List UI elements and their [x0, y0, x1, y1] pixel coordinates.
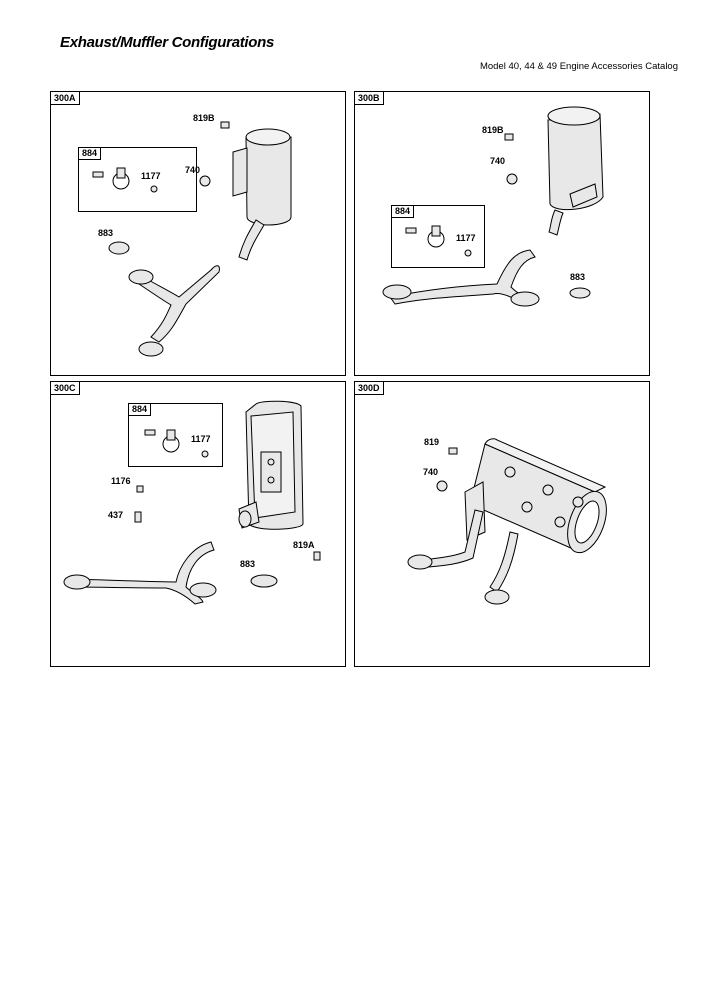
panel-tag-300d: 300D — [354, 381, 384, 395]
muffler-diagram-300d — [407, 438, 607, 605]
part-label-740: 740 — [423, 467, 439, 477]
diagram-panel-300b: 300B 884 1177 819B 740 883 — [354, 91, 650, 376]
kit-box-884: 884 1177 — [391, 205, 485, 268]
part-label-883: 883 — [98, 228, 114, 238]
catalog-subtitle: Model 40, 44 & 49 Engine Accessories Cat… — [479, 61, 678, 72]
kit-box-884: 884 1177 — [128, 403, 223, 467]
part-label-819b: 819B — [193, 113, 215, 123]
part-label-883: 883 — [570, 272, 586, 282]
part-label-819b: 819B — [482, 125, 504, 135]
part-label-1177: 1177 — [141, 171, 161, 181]
part-label-437: 437 — [108, 510, 124, 520]
panel-tag-300a: 300A — [50, 91, 80, 105]
part-label-883: 883 — [240, 559, 256, 569]
part-label-740: 740 — [185, 165, 201, 175]
panel-tag-300b: 300B — [354, 91, 384, 105]
panel-tag-300c: 300C — [50, 381, 80, 395]
kit-box-884: 884 1177 — [78, 147, 197, 212]
muffler-diagram-300a — [108, 121, 292, 357]
kit-label-884: 884 — [128, 403, 152, 416]
kit-label-884: 884 — [78, 147, 102, 160]
clamp-kit-drawing — [92, 167, 158, 193]
part-label-740: 740 — [490, 156, 506, 166]
kit-label-884: 884 — [391, 205, 415, 218]
part-label-819: 819 — [424, 437, 440, 447]
diagram-panel-300c: 300C 884 1177 1176 437 819A 883 — [50, 381, 346, 667]
part-label-1177: 1177 — [191, 434, 211, 444]
diagram-panel-300d: 300D 819 740 — [354, 381, 650, 667]
muffler-diagram-300b — [382, 106, 604, 307]
clamp-kit-drawing — [405, 225, 472, 257]
part-label-819a: 819A — [293, 540, 315, 550]
part-label-1176: 1176 — [111, 476, 131, 486]
clamp-kit-drawing — [144, 429, 209, 458]
page-title: Exhaust/Muffler Configurations — [60, 34, 275, 51]
muffler-diagram-300c — [63, 400, 321, 605]
diagram-panel-300a: 300A 884 1177 819B 740 883 — [50, 91, 346, 376]
part-label-1177: 1177 — [456, 233, 476, 243]
